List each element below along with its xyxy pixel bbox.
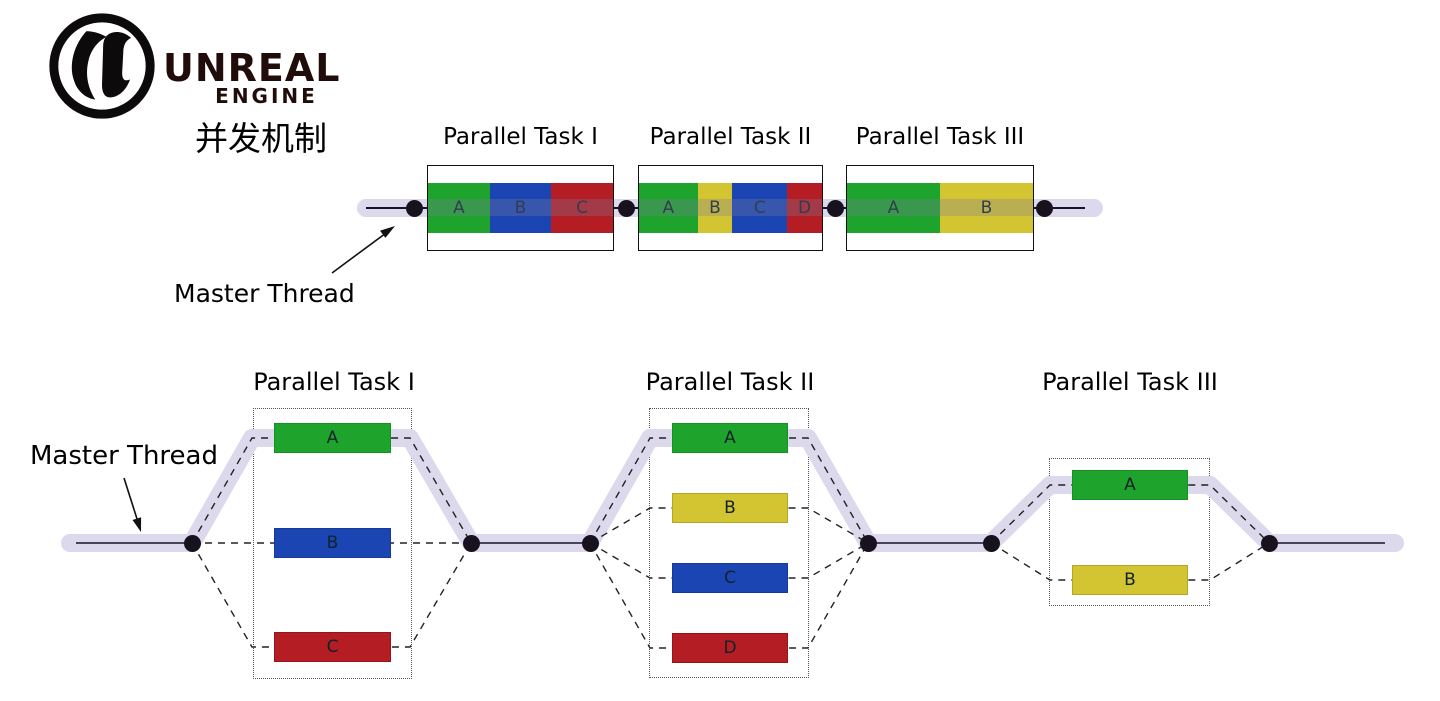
segment-c: C bbox=[551, 182, 613, 233]
sync-node-top-2 bbox=[617, 199, 635, 217]
top-task-title-1: Parallel Task I bbox=[443, 124, 598, 150]
logo-engine-text: ENGINE bbox=[215, 84, 318, 108]
segment-a: A bbox=[847, 182, 940, 233]
master-thread-label-top: Master Thread bbox=[174, 279, 355, 308]
segment-b: B bbox=[489, 182, 552, 233]
segment-a: A bbox=[639, 182, 698, 233]
segment-a: A bbox=[428, 182, 490, 233]
sync-node-top-1 bbox=[405, 199, 423, 217]
logo-brand-text: UNREAL bbox=[163, 46, 341, 90]
thread-translucent-band bbox=[639, 198, 822, 216]
segment-b: B bbox=[940, 182, 1033, 233]
top-task-title-2: Parallel Task II bbox=[649, 124, 812, 150]
thread-translucent-band bbox=[847, 198, 1033, 216]
subtitle-cn: 并发机制 bbox=[195, 119, 327, 158]
sync-node-top-4 bbox=[1035, 199, 1053, 217]
sync-node-top-3 bbox=[826, 199, 844, 217]
segment-c: C bbox=[732, 182, 788, 233]
unreal-u-monogram-icon bbox=[49, 13, 155, 119]
bottom-flow-diagram bbox=[0, 330, 1440, 701]
thread-translucent-band bbox=[428, 198, 613, 216]
unreal-logo bbox=[46, 10, 158, 122]
segment-b: B bbox=[697, 182, 733, 233]
master-thread-arrow-top bbox=[331, 226, 395, 274]
segment-d: D bbox=[787, 182, 822, 233]
top-task-title-3: Parallel Task III bbox=[855, 124, 1025, 150]
